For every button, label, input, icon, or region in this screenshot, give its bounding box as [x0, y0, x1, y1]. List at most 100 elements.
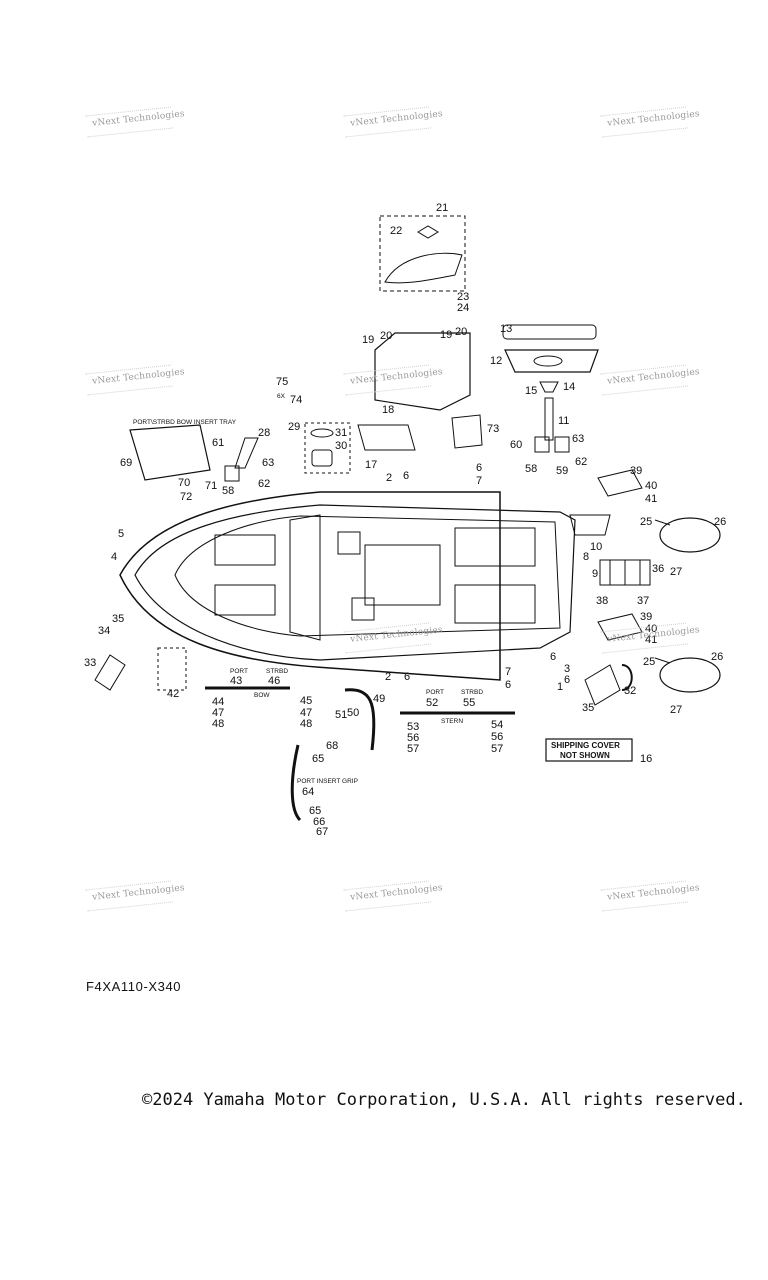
note-shipping-1: SHIPPING COVER: [551, 741, 620, 750]
callout-38: 38: [596, 595, 608, 607]
callout-15: 15: [525, 385, 537, 397]
callout-54: 54: [491, 719, 503, 731]
note-shipping-2: NOT SHOWN: [560, 751, 610, 760]
note-insert-grip: PORT INSERT GRIP: [297, 778, 358, 785]
callout-51: 51: [335, 709, 347, 721]
deck-inner: [174, 515, 561, 637]
callout-13: 13: [500, 323, 512, 335]
callout-52: 52: [426, 697, 438, 709]
part-39-step-upper: [597, 469, 643, 497]
callout-43: 43: [230, 675, 242, 687]
callout-5: 5: [118, 528, 124, 540]
note-port-b: PORT: [426, 689, 444, 696]
callout-63a: 63: [572, 433, 584, 445]
callout-12: 12: [490, 355, 502, 367]
callout-62b: 62: [258, 478, 270, 490]
part-12-tray: [504, 349, 599, 373]
callout-59: 59: [556, 465, 568, 477]
callout-50: 50: [347, 707, 359, 719]
seat-port-fwd: [214, 534, 276, 566]
callout-28: 28: [258, 427, 270, 439]
note-strbd-b: STRBD: [461, 689, 483, 696]
callout-40a: 40: [645, 480, 657, 492]
part-64-grip: [290, 744, 302, 822]
callout-14: 14: [563, 381, 575, 393]
callout-44: 44: [212, 696, 224, 708]
callout-19a: 19: [362, 334, 374, 346]
callout-35a: 35: [112, 613, 124, 625]
callout-32: 32: [624, 685, 636, 697]
part-49-grip: [344, 688, 376, 751]
seat-stbd-aft: [454, 584, 536, 624]
callout-60: 60: [510, 439, 522, 451]
group-29-box: [304, 422, 351, 474]
part-73-block: [451, 414, 483, 449]
callout-6a: 6: [403, 470, 409, 482]
callout-31: 31: [335, 427, 347, 439]
part-10-plate: [569, 514, 611, 536]
note-tray: PORT\STRBD BOW INSERT TRAY: [133, 419, 237, 426]
note-port-a: PORT: [230, 668, 248, 675]
part-13-strip: [502, 324, 597, 340]
callout-70: 70: [178, 477, 190, 489]
callout-65b: 65: [309, 805, 321, 817]
callout-3: 3: [564, 663, 570, 675]
callout-58a: 58: [525, 463, 537, 475]
callout-49: 49: [373, 693, 385, 705]
helm-seat: [337, 531, 361, 555]
callout-21: 21: [436, 202, 448, 214]
callout-6f: 6: [505, 679, 511, 691]
callout-61: 61: [212, 437, 224, 449]
callout-57a: 57: [407, 743, 419, 755]
callout-25a: 25: [640, 516, 652, 528]
callout-64: 64: [302, 786, 314, 798]
seat-port-aft: [454, 527, 536, 567]
callout-30: 30: [335, 440, 347, 452]
callout-47a: 47: [212, 707, 224, 719]
callout-6c: 6: [404, 671, 410, 683]
note-stern: STERN: [441, 718, 463, 725]
callout-27a: 27: [670, 566, 682, 578]
callout-20b: 20: [455, 326, 467, 338]
callout-65a: 65: [312, 753, 324, 765]
part-42-box: [157, 647, 187, 691]
note-bow: BOW: [254, 692, 270, 699]
callout-6d: 6: [550, 651, 556, 663]
callout-58b: 58: [222, 485, 234, 497]
callout-36: 36: [652, 563, 664, 575]
callout-27b: 27: [670, 704, 682, 716]
callout-69: 69: [120, 457, 132, 469]
group-21-box: [379, 215, 466, 292]
part-69-tray: [129, 424, 211, 481]
callout-4: 4: [111, 551, 117, 563]
callout-11: 11: [558, 415, 569, 427]
callout-29: 29: [288, 421, 300, 433]
callout-labels: 21 22 23 24 19 20 19 20 13 12 14 15 11 1…: [84, 202, 726, 838]
callout-57b: 57: [491, 743, 503, 755]
part-17-bracket: [357, 424, 416, 451]
callout-2b: 2: [385, 671, 391, 683]
seat-stbd-fwd: [214, 584, 276, 616]
part-11-pole: [544, 397, 554, 441]
callout-20a: 20: [380, 330, 392, 342]
callout-53: 53: [407, 721, 419, 733]
callout-17: 17: [365, 459, 377, 471]
callout-62a: 62: [575, 456, 587, 468]
callout-26a: 26: [714, 516, 726, 528]
callout-35b: 35: [582, 702, 594, 714]
callout-7b: 7: [505, 666, 511, 678]
passenger-seat: [351, 597, 375, 621]
callout-74: 74: [290, 394, 302, 406]
note-6x: 6X: [277, 393, 286, 400]
callout-75: 75: [276, 376, 288, 388]
diagram-code: F4XA110-X340: [86, 979, 182, 994]
callout-10: 10: [590, 541, 602, 553]
callout-23: 23: [457, 291, 469, 303]
callout-48a: 48: [212, 718, 224, 730]
callout-67: 67: [316, 826, 328, 838]
center-platform: [364, 544, 441, 606]
callout-66: 66: [313, 816, 325, 828]
callout-34: 34: [98, 625, 110, 637]
callout-63b: 63: [262, 457, 274, 469]
